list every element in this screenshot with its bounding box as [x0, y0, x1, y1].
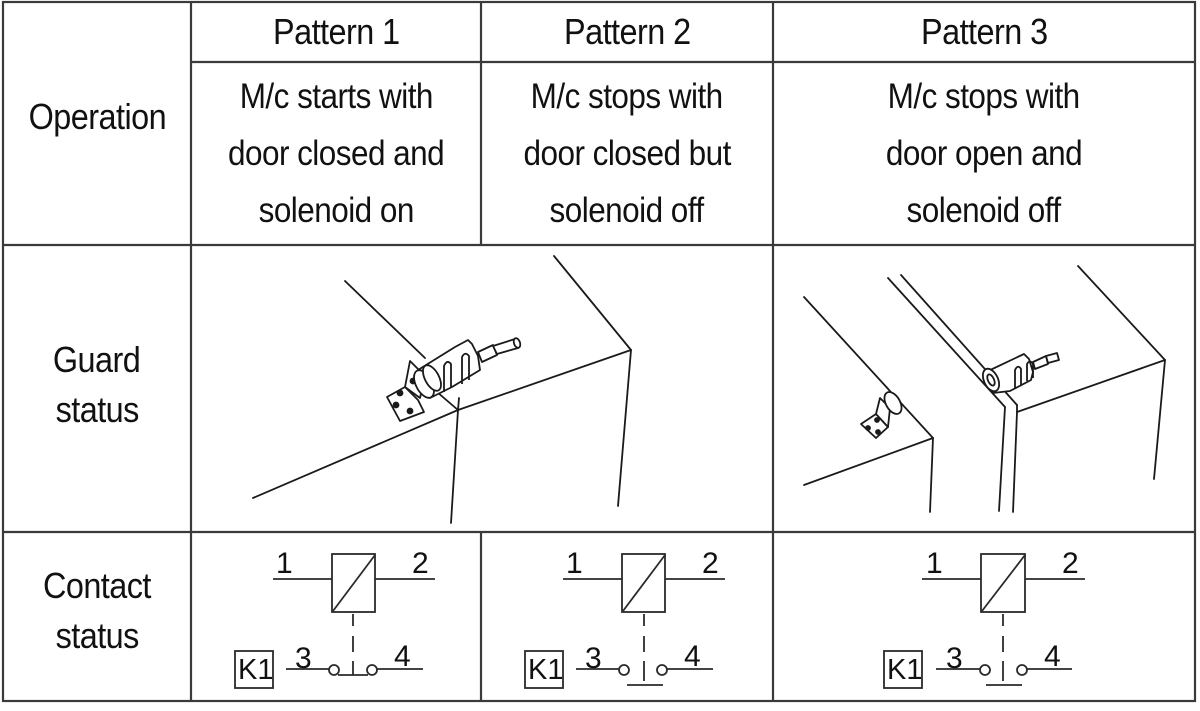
contact-pin-label: 4: [1044, 640, 1061, 673]
relay-label: K1: [887, 654, 922, 686]
contact-diagram-pattern-1: [234, 553, 435, 689]
box-right-edge: [1153, 359, 1166, 480]
row-label-operation: Operation: [3, 62, 191, 172]
contact-terminal-icon: [366, 664, 378, 676]
frame-vertical-edge: [998, 406, 1006, 512]
relay-label: K1: [238, 654, 273, 686]
contact-terminal-icon: [979, 664, 991, 676]
operation-line: M/c stops with: [887, 77, 1081, 116]
box-back-edge: [1077, 265, 1166, 361]
row-label-contact-status: Contact status: [3, 561, 191, 661]
door-right-edge: [617, 349, 632, 507]
door-seam-vertical: [450, 409, 459, 524]
operation-line: solenoid off: [549, 191, 705, 230]
door-actuator-bracket-icon: [860, 391, 903, 439]
contact-terminal-icon: [656, 664, 668, 676]
door-back-edge: [553, 255, 632, 351]
relay-label: K1: [528, 654, 563, 686]
open-door-vertical-edge: [929, 437, 934, 513]
open-door-front-edge: [803, 437, 934, 486]
pattern-3-operation: M/c stops with door open and solenoid of…: [773, 68, 1195, 239]
coil-pin-label: 2: [702, 547, 719, 580]
relay-label-box: [234, 650, 274, 689]
coil-pin-label: 2: [412, 547, 429, 580]
operation-line: M/c starts with: [239, 77, 433, 116]
operation-line: door closed and: [227, 134, 445, 173]
operation-line: solenoid off: [906, 191, 1062, 230]
contact-pin-label: 4: [684, 640, 701, 673]
header-text: Pattern 2: [563, 11, 691, 52]
row-label-text: status: [55, 389, 139, 430]
row-label-text: Contact: [43, 565, 151, 606]
open-door-top-edge: [803, 296, 934, 439]
coil-pin-label: 2: [1062, 547, 1079, 580]
row-label-guard-status: Guard status: [3, 335, 191, 435]
door-top-edge: [457, 349, 632, 411]
contact-diagram-pattern-2: [524, 553, 725, 689]
header-text: Pattern 3: [920, 11, 1048, 52]
pattern-2-operation: M/c stops with door closed but solenoid …: [481, 68, 773, 239]
guard-drawing-pattern-1-2: [252, 255, 632, 524]
pattern-3-header: Pattern 3: [773, 12, 1195, 52]
coil-pin-label: 1: [276, 547, 293, 580]
frame-vertical-edge: [1012, 411, 1018, 513]
guard-drawing-pattern-3: [803, 265, 1166, 513]
contact-terminal-icon: [328, 664, 340, 676]
solenoid-lock-icon: [386, 337, 522, 422]
header-text: Pattern 1: [272, 11, 400, 52]
frame-edge-line: [252, 409, 459, 499]
contact-pin-label: 3: [946, 642, 963, 675]
relay-coil-diagonal: [332, 554, 376, 612]
box-top-edge: [1016, 359, 1166, 413]
relay-coil-diagonal: [622, 554, 666, 612]
relay-label-box: [524, 650, 564, 689]
operation-line: door closed but: [523, 134, 731, 173]
row-label-text: status: [55, 615, 139, 656]
row-label-text: Guard: [53, 339, 141, 380]
pattern-1-header: Pattern 1: [191, 12, 481, 52]
coil-pin-label: 1: [926, 547, 943, 580]
operation-line: door open and: [885, 134, 1083, 173]
contact-pin-label: 4: [394, 640, 411, 673]
contact-pin-label: 3: [295, 642, 312, 675]
operation-line: solenoid on: [258, 191, 414, 230]
row-label-text: Operation: [28, 96, 166, 137]
relay-coil-diagonal: [981, 554, 1026, 612]
pattern-2-header: Pattern 2: [481, 12, 773, 52]
relay-label-box: [883, 650, 923, 689]
frame-edge-line: [344, 280, 426, 359]
contact-pin-label: 3: [585, 642, 602, 675]
operation-line: M/c stops with: [530, 77, 724, 116]
seam-line: [436, 391, 459, 411]
solenoid-lock-icon: [981, 352, 1060, 394]
contact-labels: 1 2 3 4 K1 1 2 3 4 K1 1 2 3 4 K1: [238, 547, 1079, 686]
contact-diagram-pattern-3: [883, 553, 1085, 689]
pattern-1-operation: M/c starts with door closed and solenoid…: [191, 68, 481, 239]
coil-pin-label: 1: [566, 547, 583, 580]
contact-terminal-icon: [1016, 664, 1028, 676]
contact-terminal-icon: [618, 664, 630, 676]
